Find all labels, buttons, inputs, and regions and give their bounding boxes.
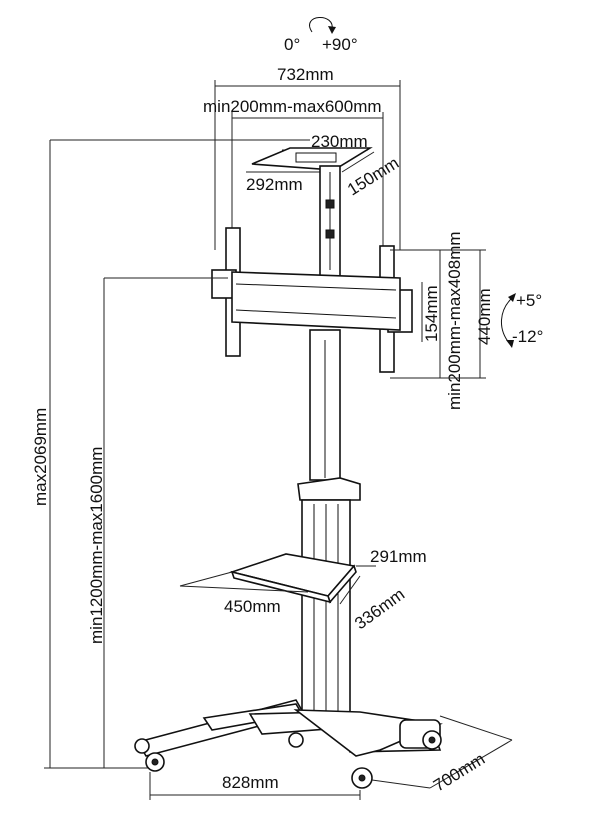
wheel-hub-icon — [428, 736, 436, 744]
shelf-width-line — [179, 585, 309, 593]
top-plate-offset-line — [341, 151, 375, 173]
rotation-end-label: +90° — [322, 35, 358, 54]
top-plate-offset-label: 150mm — [344, 153, 402, 199]
shelf-depth-line — [339, 575, 361, 605]
shelf-depth-label: 336mm — [351, 585, 408, 634]
main-column — [297, 329, 361, 723]
base — [134, 699, 443, 789]
rotation-arrowhead-icon — [328, 26, 336, 34]
caster-wheel — [134, 738, 150, 754]
max-height-label: max2069mm — [31, 408, 50, 506]
wheel-icon — [134, 738, 150, 754]
shelf-front — [230, 570, 332, 604]
wheel-hub-icon — [151, 758, 159, 766]
wheel-icon — [288, 732, 304, 748]
upper-column-hole — [325, 229, 335, 239]
overall-width-label: 732mm — [277, 65, 334, 84]
top-plate-shape — [251, 147, 373, 171]
horizontal-rail — [231, 271, 401, 331]
wheel-hub-icon — [358, 774, 366, 782]
vesa-horizontal-label: min200mm-max600mm — [203, 97, 382, 116]
caster-wheel — [422, 730, 442, 750]
center-height-label: min1200mm-max1600mm — [87, 447, 106, 644]
base-depth-line — [429, 739, 513, 789]
base-depth-ext — [371, 779, 431, 789]
bracket-inner-label: 154mm — [422, 285, 441, 342]
shelf-side-label: 291mm — [370, 547, 427, 566]
height-dimensions: max2069mm min1200mm-max1600mm — [31, 139, 310, 769]
rail-groove — [235, 283, 397, 291]
upper-column-hole — [325, 199, 335, 209]
top-plate-depth-label: 292mm — [246, 175, 303, 194]
tilt-down-label: -12° — [512, 327, 543, 346]
tilt-indicator: +5° -12° — [501, 291, 543, 348]
bracket-dimensions: min200mm-max408mm 440mm 154mm — [390, 231, 494, 410]
shelf-width-ext — [179, 571, 233, 587]
caster-wheel — [145, 752, 165, 772]
caster-wheel — [351, 767, 373, 789]
caster-wheel — [288, 732, 304, 748]
tilt-up-label: +5° — [516, 291, 542, 310]
rotation-arrow-icon — [309, 17, 333, 33]
upper-column — [319, 165, 341, 279]
bracket-height-label: 440mm — [475, 288, 494, 345]
base-depth-label: 700mm — [430, 749, 488, 795]
rotation-start-label: 0° — [284, 35, 300, 54]
vesa-vertical-label: min200mm-max408mm — [445, 231, 464, 410]
rail-groove — [235, 309, 397, 319]
tilt-arrowhead-up-icon — [508, 293, 516, 302]
shelf-width-label: 450mm — [224, 597, 281, 616]
height-collar — [297, 477, 361, 501]
tilt-arrowhead-down-icon — [506, 340, 514, 348]
base-depth-ext-top — [439, 715, 513, 741]
base-width-label: 828mm — [222, 773, 279, 792]
rotation-indicator: 0° +90° — [284, 17, 358, 54]
top-plate-slot — [295, 152, 337, 163]
top-plate-width-label: 230mm — [311, 132, 368, 151]
